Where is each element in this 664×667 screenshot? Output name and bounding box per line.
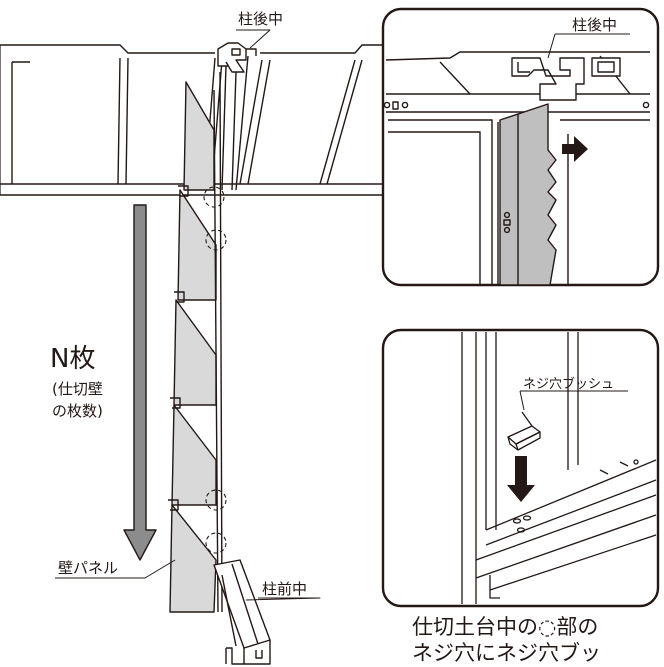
- dashed-circle-icon: [203, 186, 227, 554]
- label-wall-panel: 壁パネル: [58, 559, 119, 577]
- label-panel-count-note-1: (仕切壁: [52, 380, 103, 398]
- leader-post-front: [245, 597, 321, 601]
- caption-line-2: ネジ穴にネジ穴ブッ: [412, 641, 601, 665]
- main-drawing: [0, 29, 385, 665]
- leader-screw-hole-bush: [519, 390, 628, 411]
- down-arrow-dark-icon: [507, 456, 535, 502]
- right-arrow-icon: [562, 136, 588, 162]
- label-post-back-center-detail: 柱後中: [572, 16, 618, 34]
- post-back-center: [217, 42, 257, 191]
- label-post-back-center: 柱後中: [238, 10, 284, 28]
- leader-wall-panel: [55, 559, 176, 579]
- wall-panels: [168, 71, 223, 613]
- post-front-center: [213, 559, 271, 665]
- down-arrow-icon: [123, 204, 157, 561]
- label-panel-count: N枚: [50, 344, 96, 374]
- label-screw-hole-bush: ネジ穴ブッシュ: [523, 377, 615, 392]
- caption-line-1: 仕切土台中の◌部の: [412, 615, 599, 639]
- detail-top: [381, 7, 660, 287]
- label-post-front-center: 柱前中: [262, 580, 308, 598]
- leader-post-back: [236, 29, 271, 49]
- detail-bottom: [381, 328, 660, 608]
- leader-post-back-detail: [547, 33, 630, 59]
- label-panel-count-note-2: の枚数): [52, 402, 103, 420]
